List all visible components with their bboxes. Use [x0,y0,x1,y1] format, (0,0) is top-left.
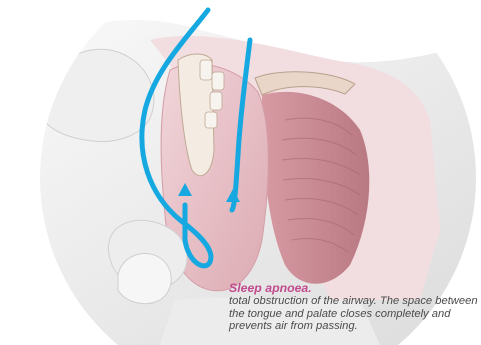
caption-title: Sleep apnoea. [229,282,481,295]
caption-body: total obstruction of the airway. The spa… [229,295,481,333]
caption: Sleep apnoea. total obstruction of the a… [229,282,481,333]
nose [38,49,153,141]
ear [118,253,171,303]
